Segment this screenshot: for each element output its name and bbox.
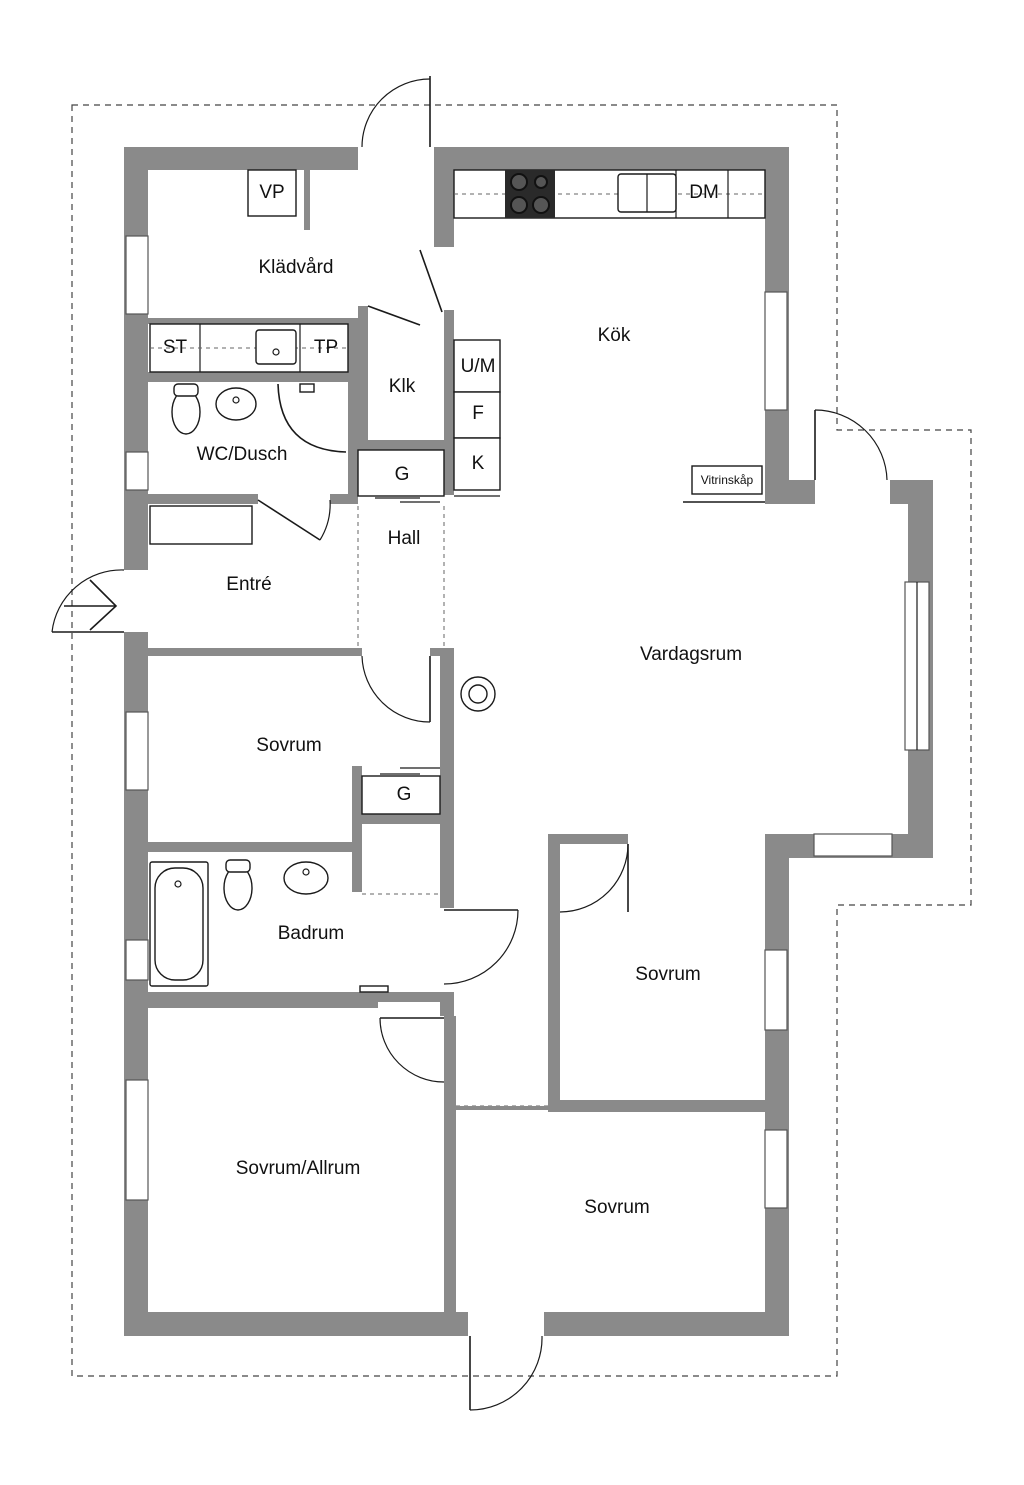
interior-walls <box>148 147 789 1316</box>
fixtures <box>149 169 766 1110</box>
label-vitrinskap: Vitrinskåp <box>701 473 754 487</box>
label-kok: Kök <box>598 325 631 346</box>
label-tp: TP <box>314 337 338 358</box>
label-k: K <box>472 453 485 474</box>
label-vp: VP <box>259 182 284 203</box>
label-um: U/M <box>461 356 496 377</box>
shower-curtain <box>277 383 347 453</box>
vp-cabinet <box>247 169 297 217</box>
windows <box>125 235 930 1209</box>
washbasin-icon <box>215 387 257 421</box>
washbasin-icon-bath <box>283 861 329 895</box>
label-g-hall: G <box>395 464 410 485</box>
label-f: F <box>472 403 484 424</box>
label-g-sovrum: G <box>397 784 412 805</box>
label-sovrum-1: Sovrum <box>256 735 321 756</box>
label-st: ST <box>163 337 188 358</box>
laundry-sink <box>255 329 297 365</box>
label-sovrum-allrum: Sovrum/Allrum <box>236 1158 361 1179</box>
label-sovrum-3: Sovrum <box>584 1197 649 1218</box>
label-vardagsrum: Vardagsrum <box>640 644 742 665</box>
room-labels: VP Klädvård ST TP WC/Dusch Klk U/M F K G… <box>163 182 754 1218</box>
vitrinskap-cabinet <box>691 465 763 495</box>
label-hall: Hall <box>388 528 421 549</box>
label-wc-dusch: WC/Dusch <box>197 444 288 465</box>
label-kladvard: Klädvård <box>259 257 334 278</box>
label-klk: Klk <box>389 376 416 397</box>
label-dm: DM <box>689 182 719 203</box>
label-sovrum-2: Sovrum <box>635 964 700 985</box>
lot-outline <box>71 104 972 1377</box>
label-entre: Entré <box>226 574 271 595</box>
doors <box>51 76 888 1411</box>
label-badrum: Badrum <box>278 923 345 944</box>
